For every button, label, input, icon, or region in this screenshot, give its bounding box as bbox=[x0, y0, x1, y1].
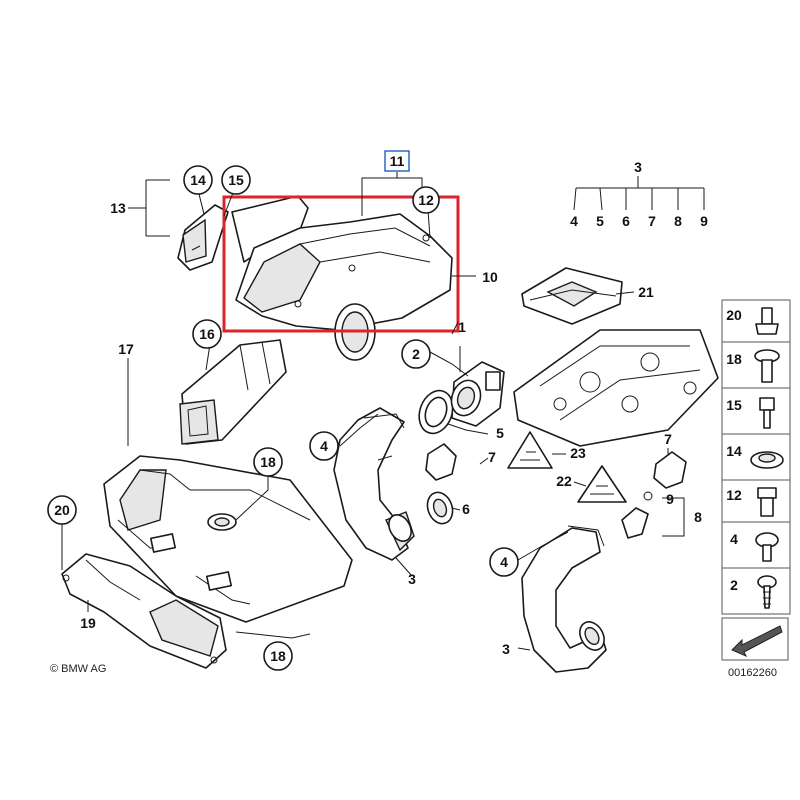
label-6: 6 bbox=[462, 501, 470, 517]
bushing-icon bbox=[757, 487, 777, 499]
label-group-7: 7 bbox=[648, 213, 656, 229]
sidebar-label-15: 15 bbox=[726, 397, 742, 413]
part-9-fitting-lower bbox=[621, 491, 653, 539]
callout-11: 11 bbox=[361, 150, 423, 216]
callout-16: 16 bbox=[192, 319, 222, 349]
part-21-cover bbox=[521, 267, 623, 325]
label-3-lower: 3 bbox=[502, 641, 510, 657]
label-group-5: 5 bbox=[596, 213, 604, 229]
part-6-fitting-upper bbox=[426, 491, 454, 525]
label-3-group: 3 bbox=[634, 159, 642, 175]
callout-4-upper: 4 bbox=[309, 431, 339, 461]
part-17-filter-housing bbox=[103, 455, 353, 623]
callout-20: 20 bbox=[47, 495, 77, 525]
label-group-6: 6 bbox=[622, 213, 630, 229]
label-group-8: 8 bbox=[674, 213, 682, 229]
callout-14: 14 bbox=[183, 165, 213, 195]
label-1: 1 bbox=[458, 319, 466, 335]
valve-cover bbox=[513, 329, 719, 447]
part-11-intake-housing bbox=[231, 195, 453, 361]
svg-text:16: 16 bbox=[199, 326, 215, 342]
callout-12: 12 bbox=[412, 186, 440, 214]
part-5-throttle-body bbox=[450, 361, 505, 427]
callout-18-upper: 18 bbox=[253, 447, 283, 477]
label-group-4: 4 bbox=[570, 213, 578, 229]
label-9-lower: 9 bbox=[666, 491, 674, 507]
part-7-cap-lower bbox=[653, 451, 687, 489]
label-11: 11 bbox=[390, 153, 405, 169]
label-17: 17 bbox=[118, 341, 134, 357]
part-16-duct bbox=[179, 339, 287, 445]
svg-text:12: 12 bbox=[418, 192, 434, 208]
leaders bbox=[61, 176, 705, 651]
part-3-hose-upper bbox=[333, 407, 415, 561]
part-7-cap-upper bbox=[425, 443, 457, 481]
label-19: 19 bbox=[80, 615, 96, 631]
highlight-box bbox=[222, 195, 460, 333]
part-3-hose-lower bbox=[521, 525, 607, 673]
svg-text:18: 18 bbox=[270, 648, 286, 664]
label-23: 23 bbox=[570, 445, 586, 461]
label-3-upper: 3 bbox=[408, 571, 416, 587]
svg-text:2: 2 bbox=[412, 346, 420, 362]
label-group-9: 9 bbox=[700, 213, 708, 229]
sidebar-label-14: 14 bbox=[726, 443, 742, 459]
pin-clip-icon bbox=[761, 307, 773, 325]
svg-text:20: 20 bbox=[54, 502, 70, 518]
label-10: 10 bbox=[482, 269, 498, 285]
label-22: 22 bbox=[556, 473, 572, 489]
part-23-warning-label bbox=[507, 431, 553, 469]
callout-15: 15 bbox=[221, 165, 251, 195]
hardware-sidebar: 20 18 15 14 12 4 2 bbox=[721, 299, 791, 615]
svg-text:15: 15 bbox=[228, 172, 244, 188]
label-21: 21 bbox=[638, 284, 654, 300]
part-19-lower-duct bbox=[61, 553, 227, 669]
callout-4-lower: 4 bbox=[489, 547, 519, 577]
label-7-upper: 7 bbox=[488, 449, 496, 465]
label-13: 13 bbox=[110, 200, 126, 216]
label-7-lower: 7 bbox=[664, 431, 672, 447]
callout-2: 2 bbox=[401, 339, 431, 369]
svg-text:4: 4 bbox=[500, 554, 508, 570]
label-5: 5 bbox=[496, 425, 504, 441]
svg-text:14: 14 bbox=[190, 172, 206, 188]
sidebar-label-2: 2 bbox=[730, 577, 738, 593]
sidebar-label-12: 12 bbox=[726, 487, 742, 503]
part-22-warning-label bbox=[577, 465, 627, 503]
sidebar-label-20: 20 bbox=[726, 307, 742, 323]
stud-icon bbox=[759, 397, 775, 411]
sidebar-label-4: 4 bbox=[730, 531, 738, 547]
direction-arrow-icon bbox=[721, 617, 789, 661]
svg-text:18: 18 bbox=[260, 454, 276, 470]
part-2-gasket bbox=[418, 389, 454, 435]
sidebar-label-18: 18 bbox=[726, 351, 742, 367]
callout-18-lower: 18 bbox=[263, 641, 293, 671]
diagram-code: 00162260 bbox=[728, 667, 777, 679]
label-8: 8 bbox=[694, 509, 702, 525]
svg-text:4: 4 bbox=[320, 438, 328, 454]
copyright-text: © BMW AG bbox=[50, 663, 106, 675]
part-14-duct bbox=[177, 204, 229, 271]
